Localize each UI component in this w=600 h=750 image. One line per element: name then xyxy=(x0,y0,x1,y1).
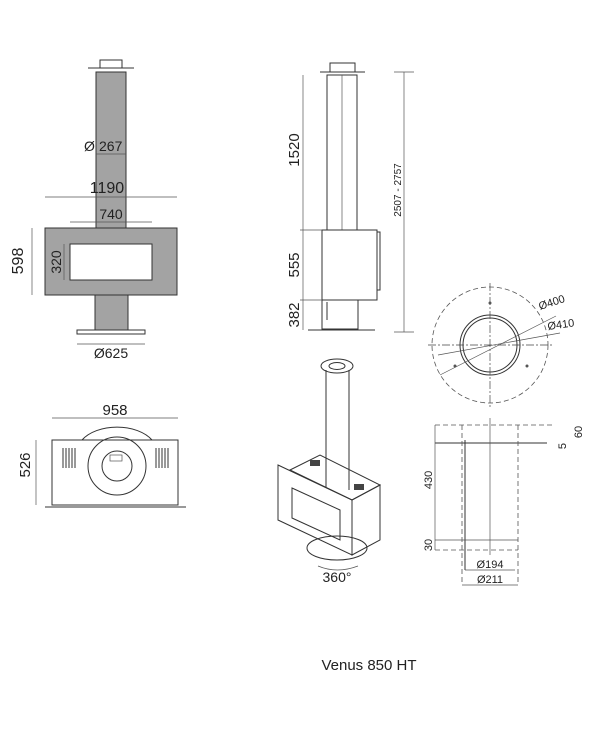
section-height-label: 430 xyxy=(423,471,435,489)
top-offset-label: 60 xyxy=(573,426,585,438)
flue-section-view: 430 30 60 5 Ø194 Ø211 xyxy=(423,418,585,586)
flue-cap xyxy=(329,62,356,73)
iso-vent xyxy=(354,484,364,490)
body-height-label: 598 xyxy=(10,248,27,275)
dim-line-410 xyxy=(437,332,561,356)
side-view: 1520 555 382 2507 - 2757 xyxy=(286,62,414,333)
stove-outline xyxy=(51,439,179,506)
inner-diameter-label: Ø194 xyxy=(477,559,504,571)
flue-diameter-label: 267 xyxy=(99,138,123,154)
total-height-label: 2507 - 2757 xyxy=(393,163,404,217)
flue-inner xyxy=(101,450,133,482)
iso-flue-opening xyxy=(328,362,346,370)
hole xyxy=(488,301,492,305)
iso-window xyxy=(291,487,341,541)
flue-height-label: 1520 xyxy=(286,133,303,166)
plate-diameter-400-label: Ø400 xyxy=(537,293,566,313)
stove-window xyxy=(69,243,153,281)
bottom-offset-label: 30 xyxy=(423,539,435,551)
base-plate xyxy=(76,329,146,335)
isometric-view: 360° xyxy=(277,358,382,585)
stove-body xyxy=(321,229,378,301)
front-view: Ø 267 1190 740 598 320 Ø625 xyxy=(10,59,178,361)
flue-detail xyxy=(109,454,123,462)
plate-top-view: Ø400 Ø410 xyxy=(428,283,575,407)
iso-flue-collar xyxy=(320,358,354,374)
iso-vent xyxy=(310,460,320,466)
flue-cap xyxy=(99,59,123,69)
overall-width-label: 1190 xyxy=(90,180,125,197)
outer-diameter-label: Ø211 xyxy=(477,574,503,586)
dim-line-400 xyxy=(439,315,557,376)
window-width-label: 740 xyxy=(99,206,123,222)
pedestal xyxy=(321,299,359,330)
base-diameter-label: Ø625 xyxy=(94,345,128,361)
flue-diameter-symbol: Ø xyxy=(84,138,95,154)
body-height-label: 555 xyxy=(286,252,303,277)
iso-body-front xyxy=(277,464,353,556)
top-view: 958 526 xyxy=(17,402,186,508)
iso-base xyxy=(306,535,368,561)
plate-thickness-label: 5 xyxy=(557,443,569,449)
stove-door xyxy=(376,231,381,291)
vent-right xyxy=(155,448,169,468)
rotation-arrow-icon xyxy=(317,565,359,571)
hole xyxy=(525,364,529,368)
rotation-label: 360° xyxy=(323,569,352,585)
top-width-label: 958 xyxy=(102,402,127,419)
pedestal-height-label: 382 xyxy=(286,302,303,327)
plate-diameter-410-label: Ø410 xyxy=(547,317,575,333)
top-depth-label: 526 xyxy=(17,452,34,477)
product-title: Venus 850 HT xyxy=(321,657,416,674)
pedestal xyxy=(94,294,129,331)
flue-circle xyxy=(87,436,147,496)
window-height-label: 320 xyxy=(48,250,64,274)
vent-left xyxy=(62,448,76,468)
hole xyxy=(453,364,457,368)
rotation-arc xyxy=(81,426,153,441)
